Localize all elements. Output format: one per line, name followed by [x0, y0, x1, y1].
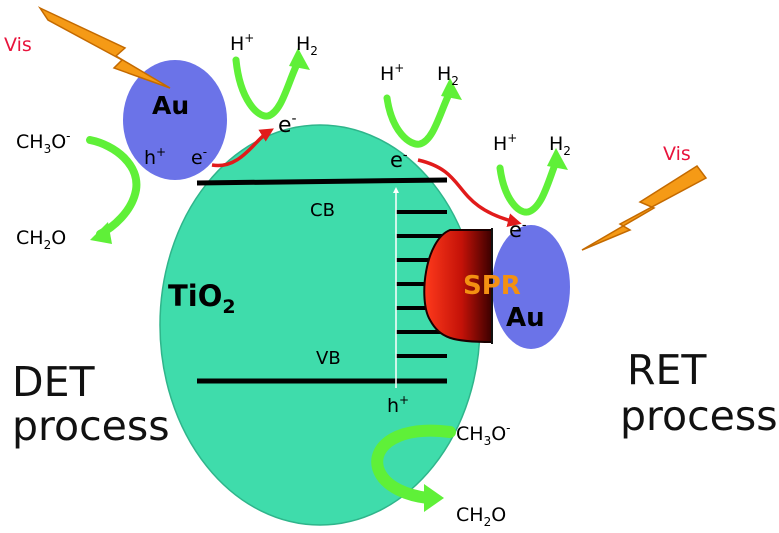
vis-label-right: Vis	[663, 143, 691, 165]
hole-label: h+	[144, 145, 166, 169]
formaldehyde-label: CH2O	[16, 227, 66, 252]
h-plus-label: H+	[493, 131, 517, 155]
curved-green-arrow-icon	[371, 424, 456, 512]
vis-label-left: Vis	[4, 34, 32, 56]
spr-region	[423, 229, 493, 344]
tio2-label: TiO2	[168, 279, 236, 318]
h2-label: H2	[549, 133, 571, 158]
formaldehyde-label: CH2O	[456, 504, 506, 529]
au-label-right: Au	[506, 303, 545, 333]
ret-label: RET	[627, 346, 707, 394]
det-label: DET	[12, 358, 95, 406]
red-electron-transfer-arrow-icon	[211, 128, 274, 168]
h2-label: H2	[296, 33, 318, 58]
det-process-label: process	[12, 402, 170, 450]
au-particle-right	[492, 225, 570, 349]
electron-label: e-	[509, 218, 527, 242]
electron-label: e-	[191, 145, 207, 169]
electron-label: e-	[390, 148, 408, 172]
electron-label: e-	[278, 111, 297, 138]
h2-label: H2	[437, 63, 459, 88]
spr-label: SPR	[463, 271, 521, 301]
cb-label: CB	[310, 200, 335, 221]
au-label-top: Au	[152, 91, 189, 120]
au-particle-top	[123, 60, 227, 180]
curved-green-arrow-icon	[86, 136, 141, 244]
curved-green-arrow-icon	[232, 48, 310, 120]
methoxy-label: CH3O-	[16, 129, 71, 156]
methoxy-label: CH3O-	[456, 421, 511, 448]
red-electron-transfer-arrow-icon	[417, 158, 522, 227]
vb-label: VB	[316, 348, 341, 369]
h-plus-label: H+	[230, 31, 254, 55]
curved-green-arrow-icon	[496, 148, 568, 216]
curved-green-arrow-icon	[383, 78, 462, 148]
lightning-bolt-icon	[37, 6, 171, 89]
h-plus-label: H+	[380, 61, 404, 85]
hole-label: h+	[387, 393, 409, 417]
ret-process-label: process	[620, 392, 778, 440]
lightning-bolt-icon	[581, 164, 708, 251]
conduction-band-line	[196, 177, 448, 186]
